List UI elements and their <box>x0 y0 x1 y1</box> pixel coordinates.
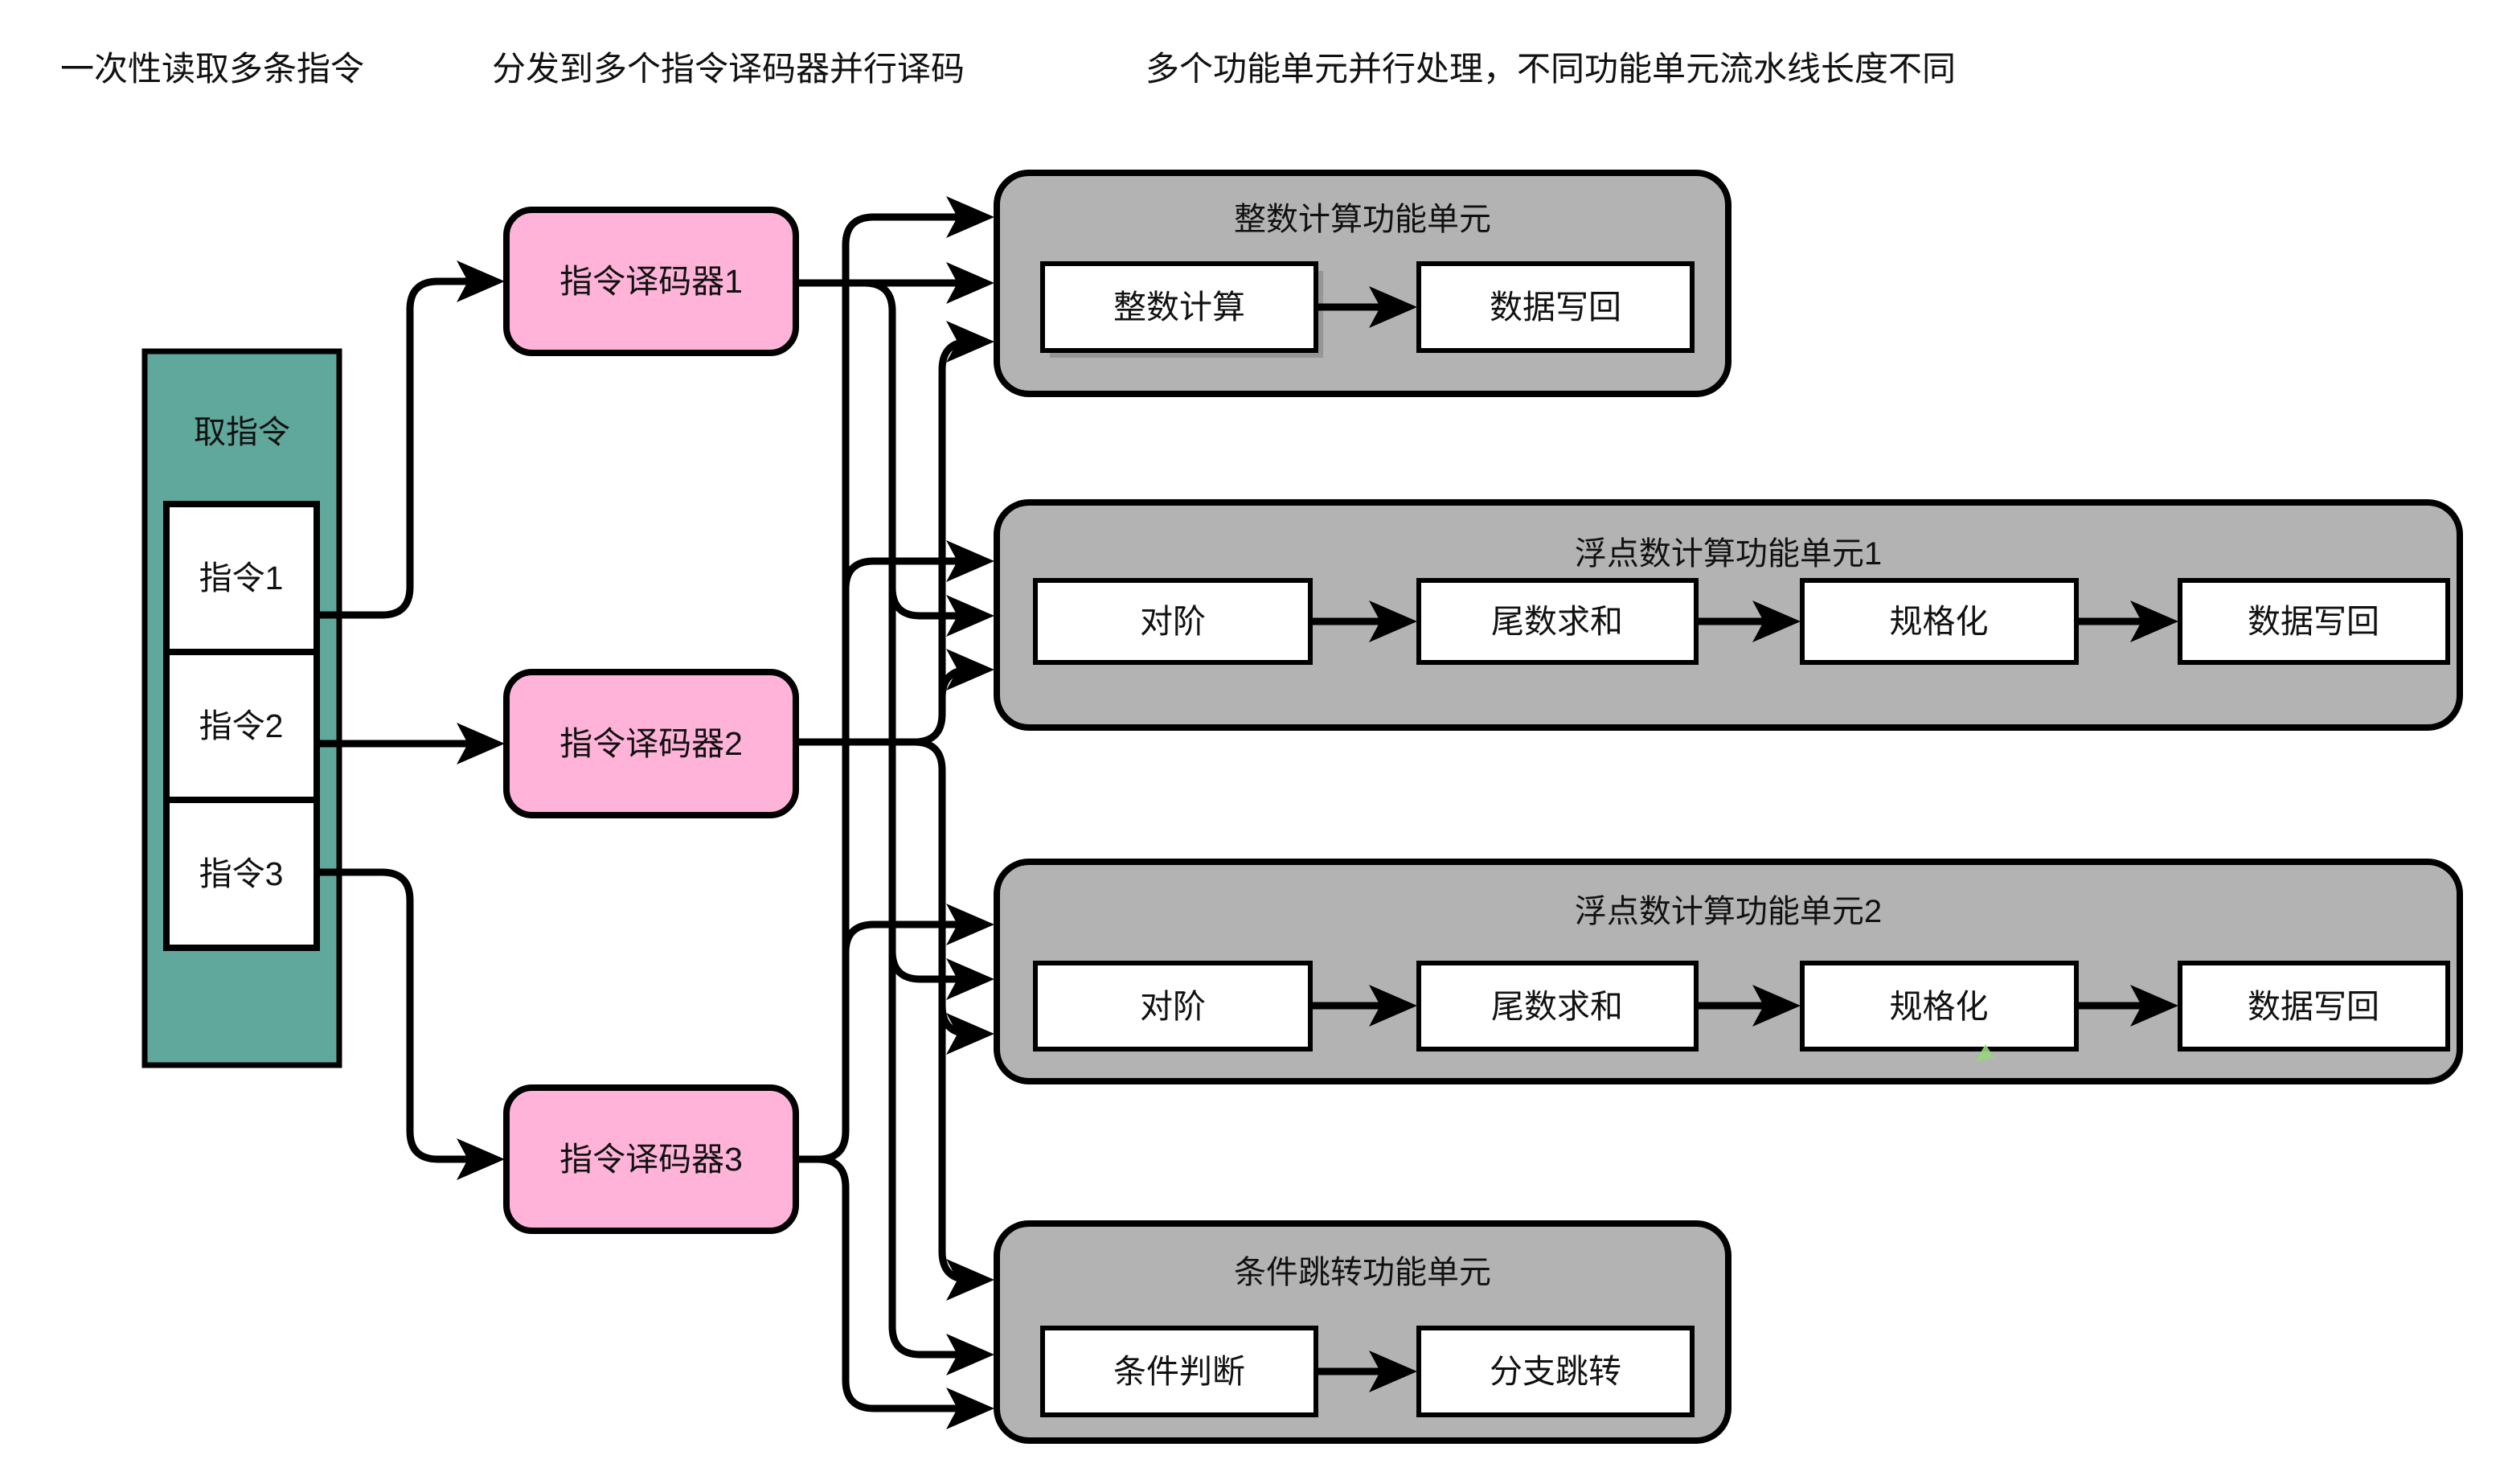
stage-writeback-label: 数据写回 <box>2248 603 2379 640</box>
unit-float1-box <box>994 499 2463 731</box>
stage-writeback-box <box>2178 578 2450 665</box>
arrowhead <box>946 321 994 363</box>
stage-writeback-label: 数据写回 <box>2248 988 2379 1025</box>
stage-normalize-box <box>1800 578 2079 665</box>
arrowhead <box>946 1259 994 1301</box>
decoder-1-label: 指令译码器1 <box>559 263 743 300</box>
unit-float2-box <box>994 859 2463 1084</box>
unit-float2-title: 浮点数计算功能单元2 <box>1575 894 1882 929</box>
unit-branch-title: 条件跳转功能单元 <box>1234 1255 1491 1290</box>
annotation-execute: 多个功能单元并行处理，不同功能单元流水线长度不同 <box>1145 50 1956 88</box>
edge-decoder1-unit4 <box>863 279 961 1359</box>
stage-mantissa-box <box>1416 578 1699 665</box>
arrowhead <box>1752 601 1801 642</box>
arrowhead <box>946 595 994 637</box>
decoder-2-label: 指令译码器2 <box>559 725 743 762</box>
arrowhead <box>946 540 994 582</box>
annotation-dispatch: 分发到多个指令译码器并行译码 <box>492 50 965 88</box>
stage-mantissa-label: 尾数求和 <box>1491 603 1623 640</box>
arrowhead <box>946 904 994 945</box>
unit-integer-title: 整数计算功能单元 <box>1234 202 1491 237</box>
stage-int-compute-box <box>1040 261 1318 353</box>
arrowhead <box>2130 985 2178 1027</box>
stage-align-label: 对阶 <box>1140 988 1206 1025</box>
arrowhead <box>457 723 505 765</box>
edge-instr3-decoder3 <box>317 868 470 1163</box>
annotation-fetch: 一次性读取多条指令 <box>60 50 364 88</box>
instruction-3-label: 指令3 <box>199 855 284 892</box>
arrowhead <box>946 958 994 1000</box>
arrowhead <box>946 1388 994 1429</box>
arrowhead <box>946 649 994 691</box>
edge-decoder3-unit2 <box>842 557 961 590</box>
functional-unit-float-2: 浮点数计算功能单元2 对阶 尾数求和 规格化 数据写回 <box>994 859 2463 1084</box>
arrowhead <box>457 260 505 302</box>
arrowhead <box>946 1334 994 1375</box>
arrowhead <box>1369 286 1417 328</box>
stage-mantissa-box <box>1416 961 1699 1052</box>
arrowhead <box>1752 985 1801 1027</box>
edge-instr1-decoder1 <box>317 277 470 619</box>
stage-branch-jump-label: 分支跳转 <box>1490 1353 1621 1390</box>
edge-decoder3-unit4 <box>796 1155 961 1412</box>
edge-decoder1-unit2 <box>888 587 961 620</box>
stage-int-writeback-label: 数据写回 <box>1490 289 1621 326</box>
dispatch-edges <box>796 196 994 1429</box>
stage-mantissa-label: 尾数求和 <box>1491 988 1623 1025</box>
arrowhead <box>1369 1351 1417 1392</box>
functional-unit-branch: 条件跳转功能单元 条件判断 分支跳转 <box>994 1220 1731 1444</box>
edge-decoder3-unit3 <box>842 920 961 953</box>
stage-condition-label: 条件判断 <box>1113 1353 1245 1390</box>
functional-unit-float-1: 浮点数计算功能单元1 对阶 尾数求和 规格化 数据写回 <box>994 499 2463 731</box>
stage-align-label: 对阶 <box>1140 603 1206 640</box>
arrowhead <box>946 1013 994 1055</box>
stage-int-writeback-box <box>1416 261 1695 353</box>
fetch-unit-title: 取指令 <box>194 415 290 450</box>
arrowhead <box>457 1138 505 1180</box>
functional-unit-integer: 整数计算功能单元 整数计算 数据写回 <box>994 170 1731 397</box>
unit-float1-title: 浮点数计算功能单元1 <box>1575 536 1882 572</box>
instruction-2-label: 指令2 <box>199 707 284 744</box>
stage-align-box <box>1033 578 1313 665</box>
stage-normalize-label: 规格化 <box>1890 603 1989 640</box>
fetch-to-decoder-edges <box>317 260 505 1180</box>
stage-normalize-box <box>1800 961 2079 1052</box>
edge-decoder2-unit4 <box>796 738 971 1284</box>
decoders: 指令译码器1 指令译码器2 指令译码器3 <box>503 207 799 1234</box>
arrowhead <box>2130 601 2178 642</box>
stage-condition-box <box>1040 1326 1318 1417</box>
arrowhead <box>946 196 994 238</box>
arrowhead <box>1369 985 1417 1027</box>
stage-writeback-box <box>2178 961 2450 1052</box>
decoder-3-label: 指令译码器3 <box>559 1141 743 1178</box>
arrowhead <box>946 262 994 304</box>
green-cursor-artifact <box>1975 1044 1994 1062</box>
instruction-1-label: 指令1 <box>199 560 284 596</box>
edge-decoder1-unit3 <box>888 950 961 983</box>
edge-decoder3-unit1 <box>796 213 961 1163</box>
stage-branch-jump-box <box>1416 1326 1695 1417</box>
stage-normalize-label: 规格化 <box>1890 988 1989 1025</box>
fetch-unit: 取指令 指令1 指令2 指令3 <box>141 348 342 1068</box>
arrowhead <box>1369 601 1417 642</box>
stage-int-compute-label: 整数计算 <box>1113 289 1245 326</box>
